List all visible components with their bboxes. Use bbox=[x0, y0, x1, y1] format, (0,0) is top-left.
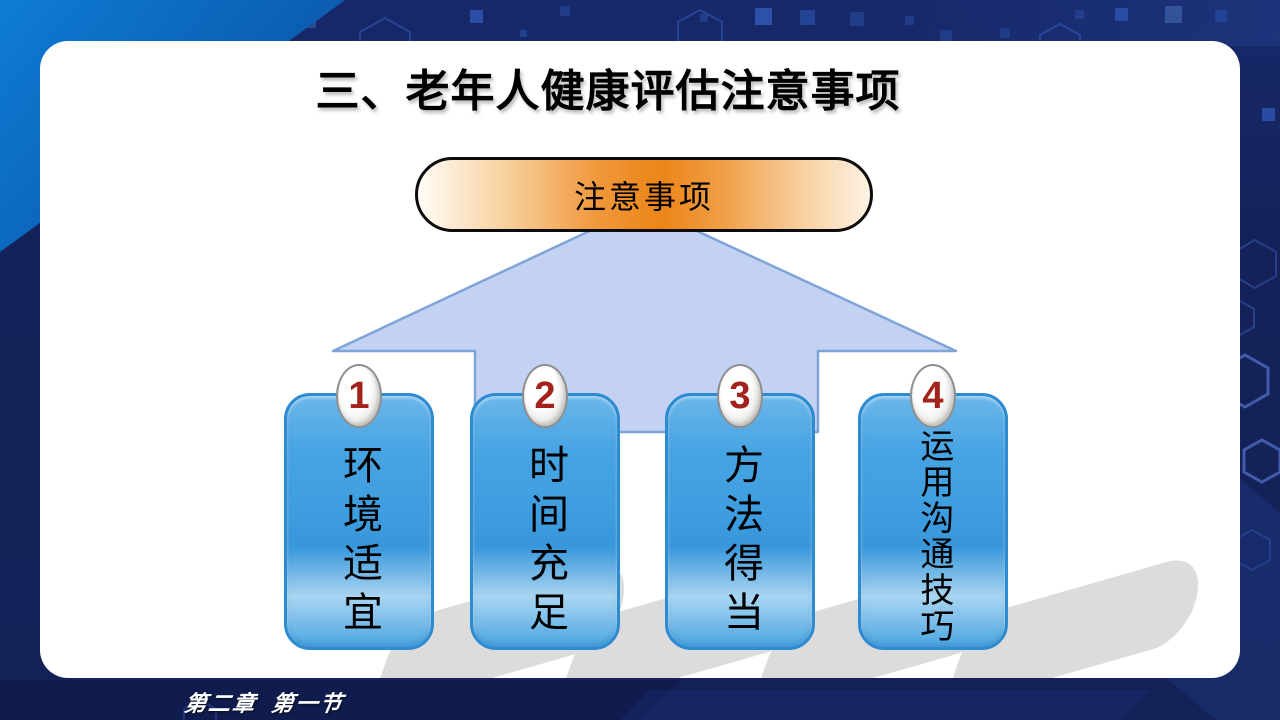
pixel-square bbox=[1075, 10, 1084, 19]
diagonal-streak bbox=[590, 690, 1150, 720]
item-box-4: 运用沟通技巧 bbox=[858, 393, 1008, 650]
pixel-square bbox=[560, 6, 570, 16]
pixel-square bbox=[755, 8, 772, 25]
item-number-2: 2 bbox=[534, 374, 556, 417]
pixel-square bbox=[1165, 6, 1182, 23]
pixel-square bbox=[1262, 108, 1275, 121]
pixel-square bbox=[470, 10, 483, 23]
pixel-square bbox=[940, 30, 952, 42]
pixel-square bbox=[520, 30, 527, 37]
content-card: 三、老年人健康评估注意事项 注意事项 环境适宜 时间充足 方法得当 运用沟通技巧… bbox=[40, 41, 1240, 678]
item-label-3: 方法得当 bbox=[718, 444, 762, 640]
item-number-badge-2: 2 bbox=[522, 364, 568, 428]
pixel-square bbox=[800, 10, 815, 25]
pixel-square bbox=[700, 14, 708, 22]
header-capsule-label: 注意事项 bbox=[573, 178, 714, 215]
header-capsule: 注意事项 bbox=[415, 157, 873, 232]
pixel-square bbox=[905, 16, 914, 25]
page-title: 三、老年人健康评估注意事项 bbox=[315, 67, 901, 116]
item-number-badge-4: 4 bbox=[910, 364, 956, 428]
item-number-badge-3: 3 bbox=[717, 364, 763, 428]
item-number-4: 4 bbox=[922, 374, 944, 417]
up-arrow-shape bbox=[331, 204, 958, 434]
item-number-3: 3 bbox=[729, 374, 751, 417]
item-label-2: 时间充足 bbox=[523, 444, 567, 640]
item-box-3: 方法得当 bbox=[665, 393, 815, 650]
pixel-square bbox=[1215, 10, 1227, 22]
item-number-badge-1: 1 bbox=[336, 364, 382, 428]
pixel-square bbox=[850, 12, 864, 26]
item-label-1: 环境适宜 bbox=[337, 444, 381, 640]
pixel-square bbox=[1000, 28, 1010, 38]
item-box-1: 环境适宜 bbox=[284, 393, 434, 650]
item-label-4: 运用沟通技巧 bbox=[914, 428, 953, 644]
item-box-2: 时间充足 bbox=[470, 393, 620, 650]
pixel-square bbox=[1115, 8, 1128, 21]
item-number-1: 1 bbox=[348, 374, 370, 417]
footer-page-label: 第二章 第一节 bbox=[182, 691, 346, 716]
